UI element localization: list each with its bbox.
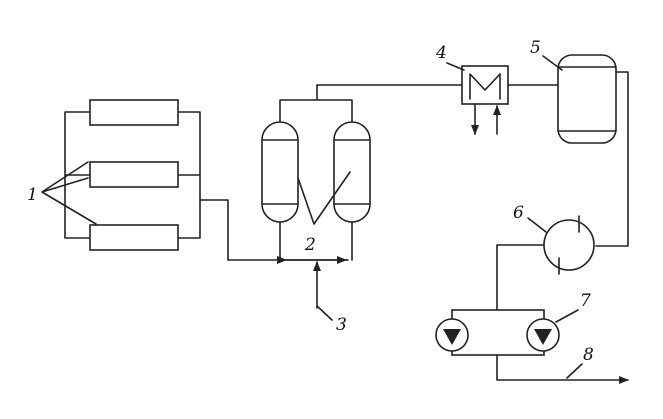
pump-left-triangle bbox=[443, 329, 461, 345]
unit-1-middle bbox=[89, 161, 179, 188]
label-6: 6 bbox=[513, 203, 524, 223]
unit-1-top bbox=[89, 99, 179, 126]
pipe-5-to-6 bbox=[595, 71, 629, 247]
stream-3: 3 bbox=[313, 261, 347, 335]
vessel-5: 5 bbox=[530, 38, 617, 144]
stream-8: 8 bbox=[496, 345, 629, 384]
vessel-5-body bbox=[557, 54, 617, 144]
heat-exchanger-body bbox=[461, 65, 509, 105]
stream-8-outlet-arrow bbox=[496, 354, 629, 384]
label-3-leader bbox=[316, 305, 333, 321]
vessel-group-2: 2 bbox=[261, 84, 371, 264]
apparatus-6-stubs bbox=[558, 215, 580, 275]
vessel-2-right bbox=[333, 121, 371, 223]
label-4: 4 bbox=[435, 43, 447, 63]
label-4-leader bbox=[446, 62, 465, 71]
label-1: 1 bbox=[27, 185, 38, 205]
apparatus-6-body bbox=[543, 219, 595, 271]
label-5-leader bbox=[542, 55, 563, 71]
pump-right-triangle bbox=[534, 329, 552, 345]
label-5: 5 bbox=[530, 38, 541, 58]
vessel-2-right-heads bbox=[333, 139, 371, 205]
label-7-leader bbox=[555, 309, 579, 323]
pump-station-7: 7 bbox=[435, 291, 591, 356]
label-2-leaders bbox=[297, 171, 351, 225]
apparatus-6: 6 bbox=[513, 203, 595, 275]
vessel-2-top-manifold bbox=[279, 84, 353, 126]
vessel-2-left bbox=[261, 121, 299, 223]
label-8: 8 bbox=[583, 345, 594, 365]
label-1-leaders bbox=[41, 161, 97, 225]
vessel-5-heads bbox=[557, 66, 617, 132]
outlet-manifold bbox=[177, 111, 201, 239]
unit-group-1: 1 bbox=[27, 99, 201, 251]
unit-1-bottom bbox=[89, 224, 179, 251]
label-6-leader bbox=[527, 217, 547, 233]
heat-exchanger-4: 4 bbox=[435, 43, 509, 135]
label-7: 7 bbox=[580, 291, 591, 311]
label-3: 3 bbox=[336, 315, 347, 335]
heat-exchanger-symbol bbox=[469, 73, 501, 100]
vessel-2-left-heads bbox=[261, 139, 299, 205]
label-8-leader bbox=[566, 363, 583, 379]
vessel-2-bottom-manifold bbox=[279, 219, 353, 261]
pipe-6-to-7 bbox=[496, 244, 545, 311]
label-2: 2 bbox=[304, 235, 316, 255]
